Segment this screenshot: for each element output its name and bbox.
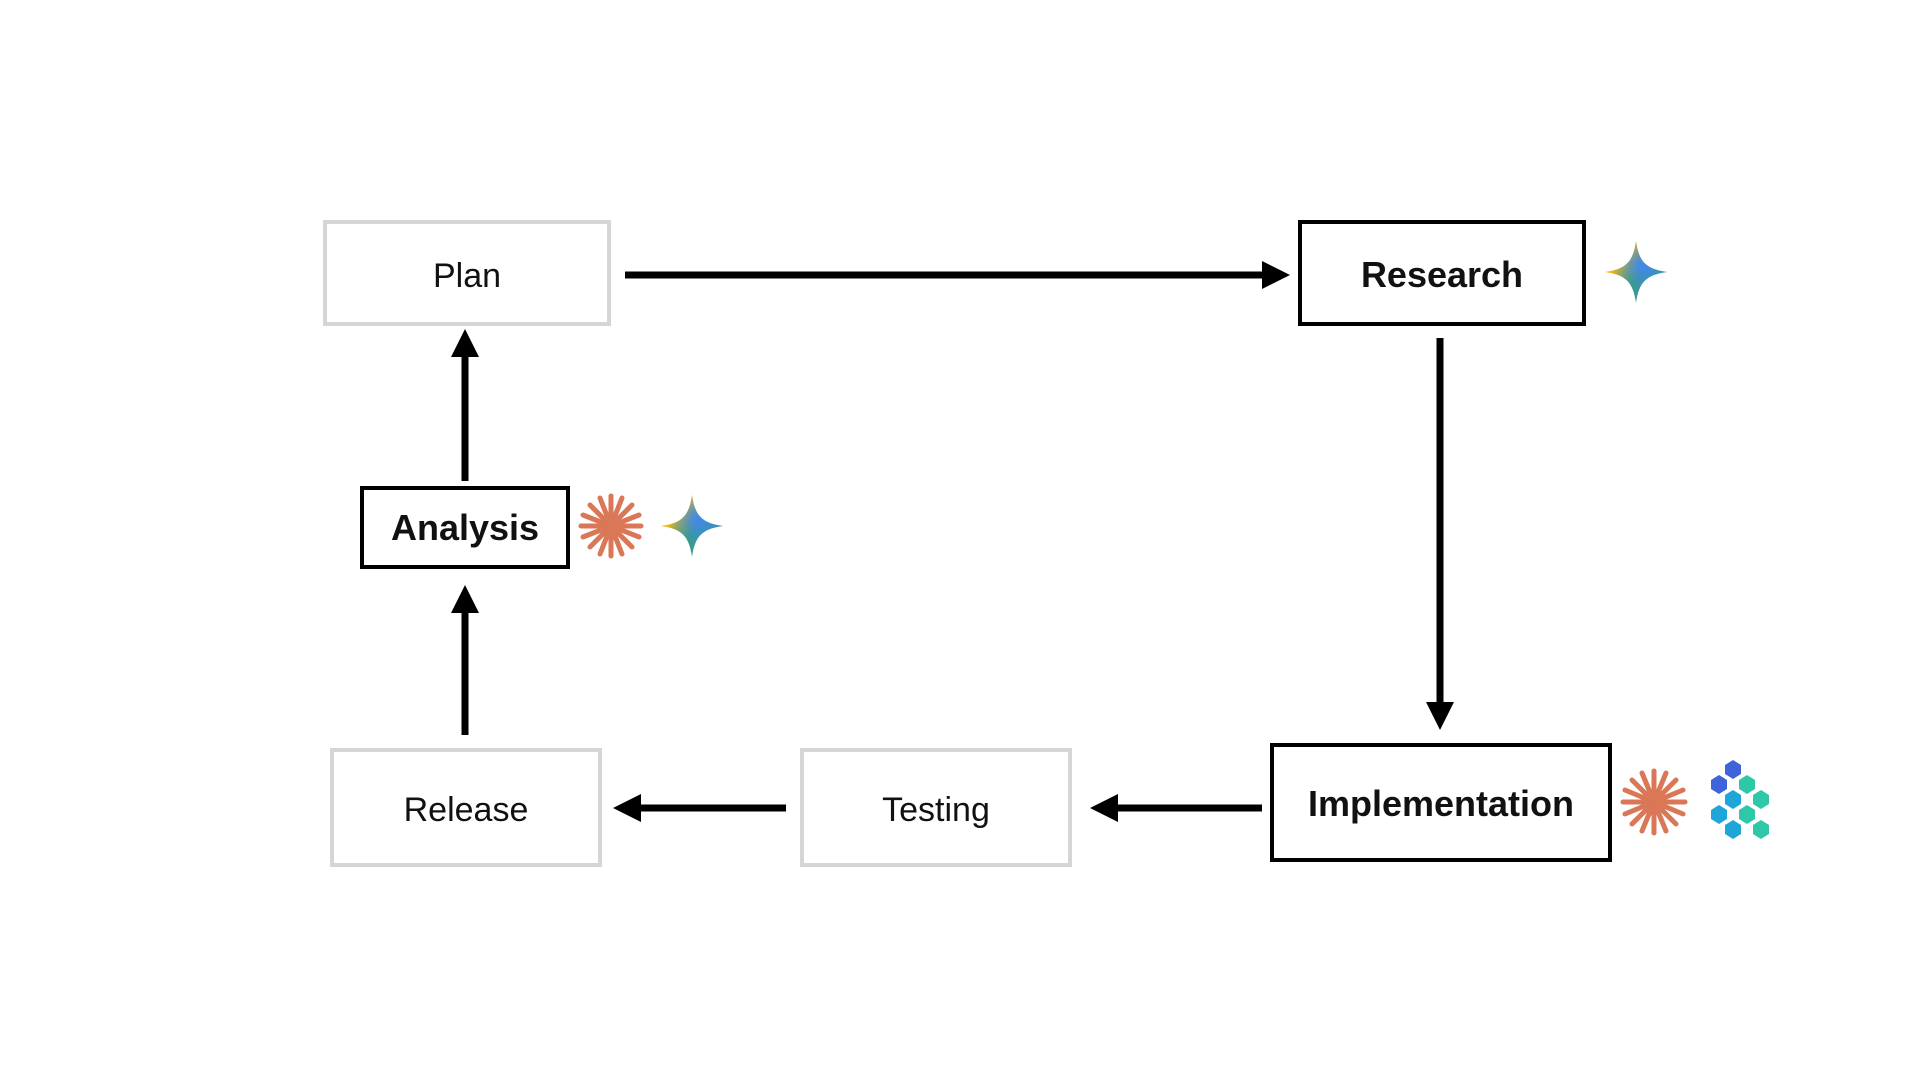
- node-release-label: Release: [404, 791, 529, 829]
- node-plan-label: Plan: [433, 257, 501, 295]
- node-research: Research: [1298, 220, 1586, 326]
- edge-research-to-implementation: [1426, 338, 1454, 730]
- node-analysis: Analysis: [360, 486, 570, 569]
- claude-starburst-icon: [1620, 768, 1688, 836]
- node-testing: Testing: [800, 748, 1072, 867]
- node-implementation: Implementation: [1270, 743, 1612, 862]
- node-research-label: Research: [1361, 254, 1523, 295]
- edge-implementation-to-testing: [1090, 794, 1262, 822]
- node-implementation-label: Implementation: [1308, 783, 1574, 824]
- edge-analysis-to-plan: [451, 329, 479, 481]
- edge-release-to-analysis: [451, 585, 479, 735]
- gemini-sparkle-icon: [661, 495, 723, 557]
- node-analysis-label: Analysis: [391, 507, 539, 548]
- node-plan: Plan: [323, 220, 611, 326]
- gemini-sparkle-icon: [1605, 241, 1667, 303]
- hexagon-cluster-icon: [1711, 760, 1769, 839]
- node-testing-label: Testing: [882, 791, 990, 829]
- node-release: Release: [330, 748, 602, 867]
- edge-plan-to-research: [625, 261, 1290, 289]
- claude-starburst-icon: [578, 493, 644, 559]
- edge-testing-to-release: [613, 794, 786, 822]
